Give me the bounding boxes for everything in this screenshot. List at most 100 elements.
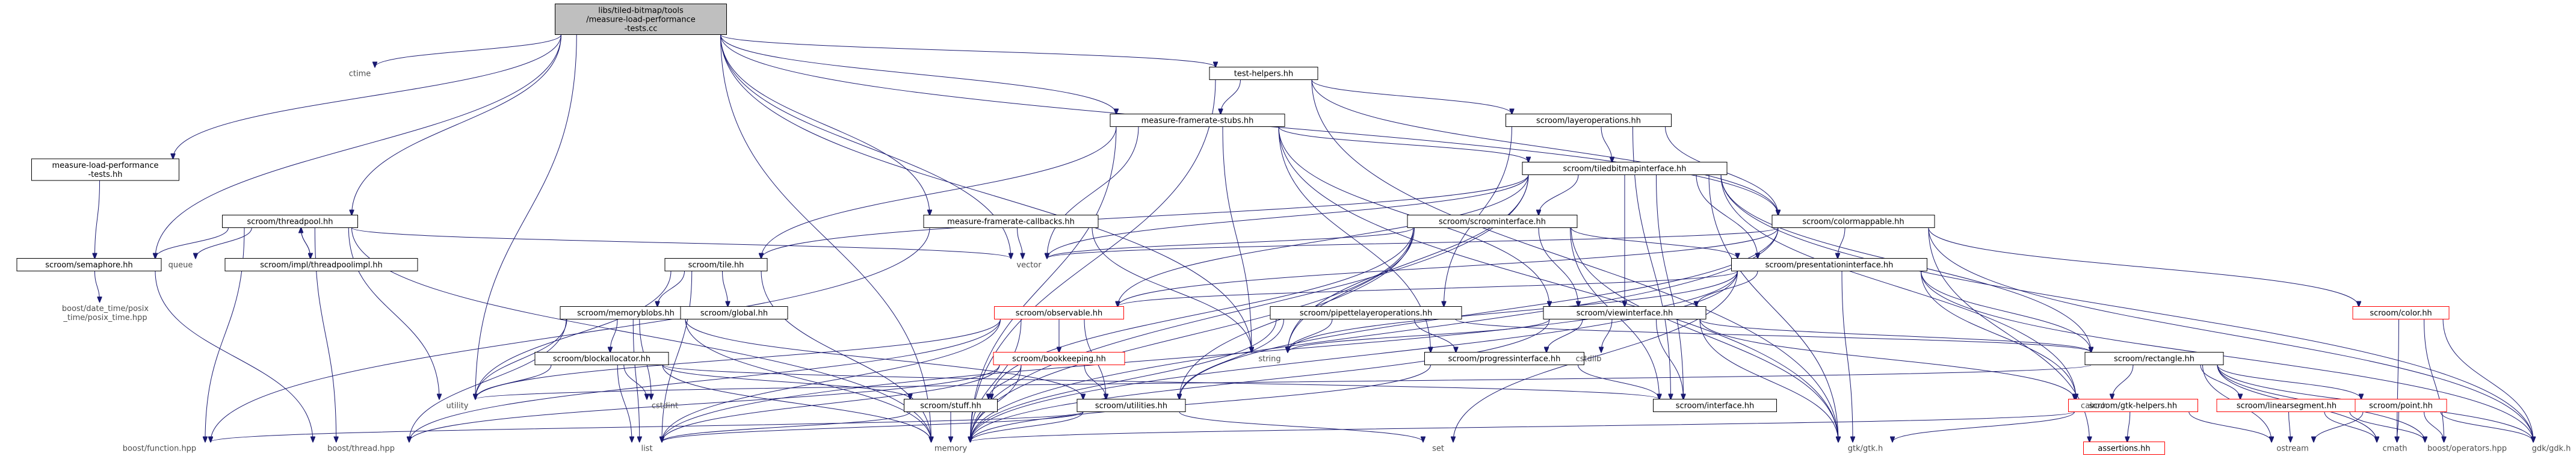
edge-testhelpers-to-mfs	[1221, 79, 1241, 114]
node-label: boost/date_time/posix	[62, 304, 149, 313]
edge-root-to-mfc	[720, 34, 930, 215]
edge-memoryblobs-to-boostthread	[409, 319, 567, 442]
node-linearseg[interactable]: scroom/linearsegment.hh	[2216, 399, 2357, 412]
node-label: scroom/impl/threadpoolimpl.hh	[260, 261, 383, 270]
edge-testhelpers-to-colormappable	[1311, 79, 1778, 215]
node-gtk: gtk/gtk.h	[1848, 445, 1883, 454]
node-label: boost/function.hpp	[123, 445, 196, 454]
node-viewinterface[interactable]: scroom/viewinterface.hh	[1543, 306, 1707, 319]
node-box	[1407, 215, 1578, 228]
node-boostthread: boost/thread.hpp	[327, 445, 395, 454]
node-box	[993, 352, 1125, 365]
edge-semaphore-to-posix	[94, 271, 99, 303]
edge-colormappable-to-gdk	[1928, 227, 2533, 442]
node-cstdlib: cstdlib	[1576, 355, 1602, 364]
node-mfs[interactable]: measure-framerate-stubs.hh	[1110, 114, 1285, 127]
node-observable[interactable]: scroom/observable.hh	[994, 306, 1124, 319]
edge-mfs-to-memory	[971, 126, 1117, 442]
edge-presentation-to-cairo	[1921, 271, 2077, 399]
node-label: gtk/gtk.h	[1848, 445, 1883, 454]
node-label: utility	[446, 402, 469, 411]
edge-mlpt-to-semaphore	[94, 180, 100, 259]
edge-pipette-to-rectangle	[1455, 319, 2091, 353]
node-tile[interactable]: scroom/tile.hh	[664, 258, 768, 271]
edge-viewinterface-to-gtk	[1699, 319, 1838, 442]
node-utility: utility	[446, 402, 469, 411]
node-colormappable[interactable]: scroom/colormappable.hh	[1771, 215, 1935, 228]
edge-tbi-to-vector	[1047, 174, 1529, 259]
node-interface[interactable]: scroom/interface.hh	[1653, 399, 1777, 412]
edge-root-to-mfs	[720, 34, 1117, 114]
edge-blockalloc-to-memory	[662, 365, 931, 442]
edge-testhelpers-to-gtk	[1311, 79, 1838, 442]
node-label: cstdint	[652, 402, 678, 411]
node-box	[994, 306, 1124, 319]
node-mfc[interactable]: measure-framerate-callbacks.hh	[923, 215, 1099, 228]
node-testhelpers[interactable]: test-helpers.hh	[1209, 67, 1318, 80]
node-global[interactable]: scroom/global.hh	[680, 306, 788, 319]
edge-root-to-mlpt	[173, 34, 561, 159]
node-label: -tests.cc	[625, 25, 658, 34]
edge-colormappable-to-memory	[971, 227, 1779, 442]
edge-viewinterface-to-interface	[1656, 319, 1684, 399]
node-color[interactable]: scroom/color.hh	[2352, 306, 2450, 319]
edge-bookkeeping-to-utilities	[1084, 365, 1106, 399]
node-tbi[interactable]: scroom/tiledbitmapinterface.hh	[1522, 162, 1728, 175]
node-label: scroom/utilities.hh	[1095, 402, 1167, 411]
node-bookkeeping[interactable]: scroom/bookkeeping.hh	[993, 352, 1125, 365]
edge-root-to-semaphore	[155, 34, 561, 259]
node-box	[2355, 399, 2447, 412]
node-utilities[interactable]: scroom/utilities.hh	[1076, 399, 1186, 412]
node-box	[1543, 306, 1707, 319]
edge-root-to-utility	[475, 34, 577, 399]
node-threadpool[interactable]: scroom/threadpool.hh	[222, 215, 358, 228]
edge-viewinterface-to-progress	[1546, 319, 1583, 353]
edge-observable-to-memory	[971, 319, 1022, 442]
node-queue: queue	[168, 261, 193, 270]
edge-tbi-to-cairo	[1720, 174, 2076, 399]
node-box	[16, 258, 162, 271]
node-rectangle[interactable]: scroom/rectangle.hh	[2084, 352, 2224, 365]
node-box	[1771, 215, 1935, 228]
node-progress[interactable]: scroom/progressinterface.hh	[1424, 352, 1584, 365]
node-presentation[interactable]: scroom/presentationinterface.hh	[1731, 258, 1927, 271]
edge-blockalloc-to-interface	[662, 365, 1660, 399]
node-assertions[interactable]: assertions.hh	[2083, 442, 2165, 455]
node-box	[1110, 114, 1285, 127]
node-box	[1522, 162, 1728, 175]
node-label: scroom/gtk-helpers.hh	[2089, 402, 2177, 411]
node-label: scroom/colormappable.hh	[1802, 218, 1904, 227]
edge-color-to-gdk	[2442, 319, 2533, 442]
node-label: scroom/tiledbitmapinterface.hh	[1563, 165, 1687, 174]
node-tpimpl[interactable]: scroom/impl/threadpoolimpl.hh	[224, 258, 418, 271]
edge-mfc-to-string	[1092, 227, 1252, 353]
edges-layer	[94, 34, 2533, 442]
node-mlpt[interactable]: measure-load-performance-tests.hh	[31, 158, 179, 181]
node-gtkhelpers[interactable]: scroom/gtk-helpers.hh	[2068, 399, 2198, 412]
node-layerops[interactable]: scroom/layeroperations.hh	[1506, 114, 1672, 127]
edge-tile-to-utility	[475, 271, 672, 399]
edge-bookkeeping-to-list	[662, 365, 1000, 442]
node-root[interactable]: libs/tiled-bitmap/tools/measure-load-per…	[555, 4, 727, 35]
edge-viewinterface-to-string	[1288, 319, 1550, 353]
node-label: boost/operators.hpp	[2427, 445, 2507, 454]
node-pipette[interactable]: scroom/pipettelayeroperations.hh	[1270, 306, 1462, 319]
node-memoryblobs[interactable]: scroom/memoryblobs.hh	[560, 306, 692, 319]
node-blockalloc[interactable]: scroom/blockallocator.hh	[534, 352, 669, 365]
edge-tile-to-list	[662, 271, 693, 442]
edge-rectangle-to-linearseg	[2200, 365, 2240, 399]
node-label: scroom/presentationinterface.hh	[1765, 261, 1894, 270]
edge-tbi-to-presentation	[1696, 174, 1758, 259]
node-cstdint: cstdint	[652, 402, 678, 411]
node-scrollinterface[interactable]: scroom/scroominterface.hh	[1407, 215, 1578, 228]
node-semaphore[interactable]: scroom/semaphore.hh	[16, 258, 162, 271]
node-point[interactable]: scroom/point.hh	[2355, 399, 2447, 412]
node-box	[1209, 67, 1318, 80]
node-label: _time/posix_time.hpp	[63, 313, 147, 322]
node-stuff[interactable]: scroom/stuff.hh	[904, 399, 998, 412]
node-list: list	[641, 445, 652, 454]
edge-scrollinterface-to-stuff	[992, 227, 1414, 399]
edge-tile-to-global	[722, 271, 728, 307]
node-label: test-helpers.hh	[1234, 70, 1293, 79]
node-box	[1506, 114, 1672, 127]
